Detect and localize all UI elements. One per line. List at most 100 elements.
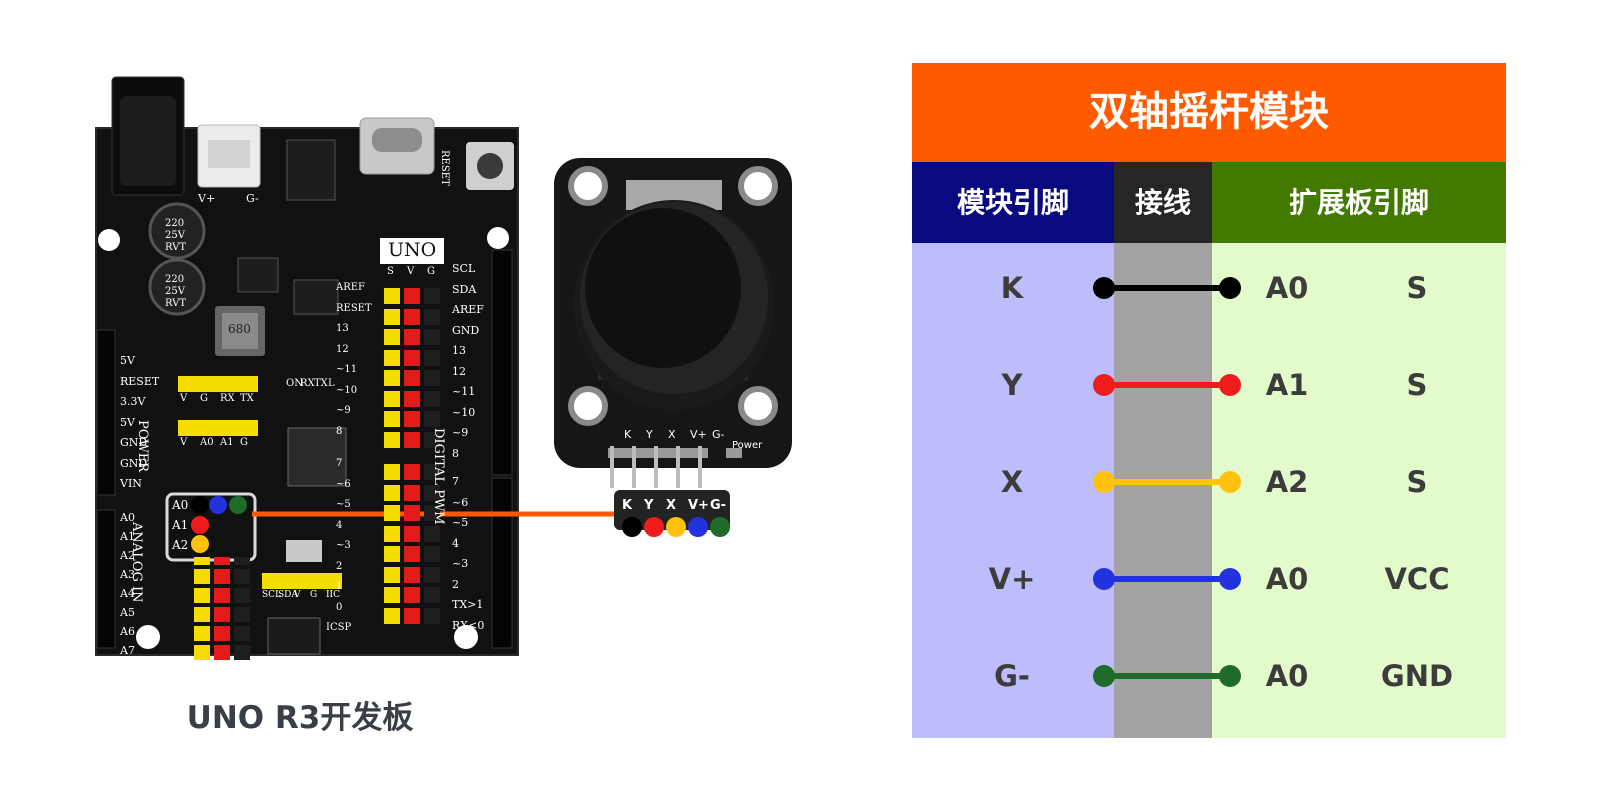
vcc-pin — [404, 587, 420, 603]
signal-2: S — [1406, 465, 1428, 499]
signal-pin — [384, 505, 400, 521]
aref-label: ~11 — [336, 364, 358, 375]
aref-label: 12 — [336, 343, 349, 355]
header-module-pin: 模块引脚 — [912, 162, 1114, 243]
analog-label: ANALOG IN — [129, 522, 144, 603]
iic-label: G — [310, 590, 318, 600]
digital-pin-label: ~10 — [452, 405, 476, 419]
vcc-pin — [404, 525, 420, 542]
power-pin-label: GND — [120, 436, 148, 449]
analog-header-label: G — [240, 437, 248, 448]
analog-pin-label: A4 — [120, 587, 135, 600]
power-in-label: G- — [246, 192, 259, 205]
uno-label: UNO — [388, 239, 437, 261]
extension-pin-4: A0 — [1265, 659, 1309, 693]
header-wire: 接线 — [1114, 162, 1212, 243]
module-pin-1: Y — [1001, 368, 1023, 402]
connector-pin-label: X — [666, 498, 677, 513]
a1-dot — [191, 516, 209, 534]
digital-pin-label: 12 — [452, 364, 466, 378]
aref-label: ~5 — [336, 499, 351, 510]
extension-pin-1: A1 — [1265, 368, 1309, 402]
cap-label: 220 — [165, 274, 185, 285]
iic-label: V — [294, 590, 301, 600]
signal-pin — [384, 587, 400, 603]
uart-header-label: G — [200, 393, 208, 404]
power-label: POWER — [135, 420, 150, 473]
iic-label: SDA — [278, 590, 298, 600]
aref-label: 8 — [336, 425, 343, 437]
a0-gnd-dot — [229, 496, 247, 514]
signal-pin — [384, 370, 400, 386]
vcc-pin — [404, 288, 420, 304]
connector-pin-label: K — [622, 498, 633, 513]
board-caption: UNO R3开发板 — [186, 700, 414, 736]
analog-vcc-pin — [214, 588, 230, 603]
connector-pin-label: G- — [710, 498, 727, 513]
header-extension-pin: 扩展板引脚 — [1212, 162, 1506, 243]
signal-pin — [384, 288, 400, 304]
digital-pin-label: TX>1 — [452, 598, 484, 611]
led-label: L — [328, 378, 335, 389]
analog-gnd-pin — [234, 569, 250, 584]
digital-pin-label: ~5 — [452, 516, 469, 529]
vcc-pin — [404, 329, 420, 345]
vcc-pin — [404, 349, 420, 366]
analog-header-label: A1 — [220, 437, 234, 448]
analog-pin-label: A3 — [120, 568, 135, 581]
analog-gnd-pin — [234, 588, 250, 603]
cap-label: 25V — [165, 286, 185, 297]
aref-label: RESET — [336, 302, 372, 314]
inductor-label: 680 — [228, 322, 251, 336]
analog-signal-pin — [194, 607, 210, 622]
analog-gnd-pin — [234, 645, 250, 660]
highlight-row-label: A0 — [172, 498, 189, 512]
connector-pin-dot — [666, 517, 686, 537]
signal-pin — [384, 566, 400, 583]
power-in-label: V+ — [198, 192, 216, 205]
gnd-pin — [424, 411, 440, 427]
cap-label: 25V — [165, 230, 185, 241]
uart-header-label: V — [180, 393, 188, 404]
column-module — [912, 243, 1114, 738]
vcc-pin — [404, 308, 420, 325]
vcc-pin — [404, 370, 420, 386]
iic-label: SCL — [262, 590, 282, 600]
led-label: ON — [286, 378, 303, 389]
signal-pin — [384, 411, 400, 427]
svg-header-label: V — [407, 266, 415, 277]
highlight-row-label: A1 — [172, 518, 189, 532]
highlight-row-label: A2 — [172, 538, 189, 552]
uart-header-label: RX — [220, 393, 235, 404]
column-extension — [1212, 243, 1506, 738]
gnd-pin — [424, 464, 440, 480]
svg-header-label: S — [387, 266, 394, 277]
analog-signal-pin — [194, 569, 210, 584]
module-pin-3: V+ — [988, 562, 1036, 596]
module-pin-4: G- — [994, 659, 1030, 693]
aref-label: ~3 — [336, 540, 351, 551]
cap-label: 220 — [165, 218, 185, 229]
connector-pin-label: Y — [644, 498, 654, 513]
led-label: RX — [300, 378, 315, 389]
signal-pin — [384, 484, 400, 501]
signal-pin — [384, 525, 400, 542]
analog-gnd-pin — [234, 626, 250, 641]
signal-1: S — [1406, 368, 1428, 402]
digital-label: DIGITAL PWM — [431, 428, 446, 525]
signal-3: VCC — [1384, 562, 1450, 596]
analog-header-label: V — [180, 437, 188, 448]
aref-label: ~10 — [336, 384, 358, 396]
power-pin-label: 5V — [120, 354, 135, 367]
table-title: 双轴摇杆模块 — [912, 63, 1506, 162]
gnd-pin — [424, 505, 440, 521]
aref-label: 7 — [336, 458, 343, 469]
connector-pin-dot — [622, 517, 642, 537]
svg-header-label: G — [427, 266, 435, 277]
connector-pin-dot — [710, 517, 730, 537]
digital-pin-label: AREF — [452, 303, 484, 316]
digital-pin-label: 7 — [452, 475, 459, 488]
gnd-pin — [424, 288, 440, 304]
uart-header-label: TX — [240, 393, 254, 404]
signal-pin — [384, 349, 400, 366]
